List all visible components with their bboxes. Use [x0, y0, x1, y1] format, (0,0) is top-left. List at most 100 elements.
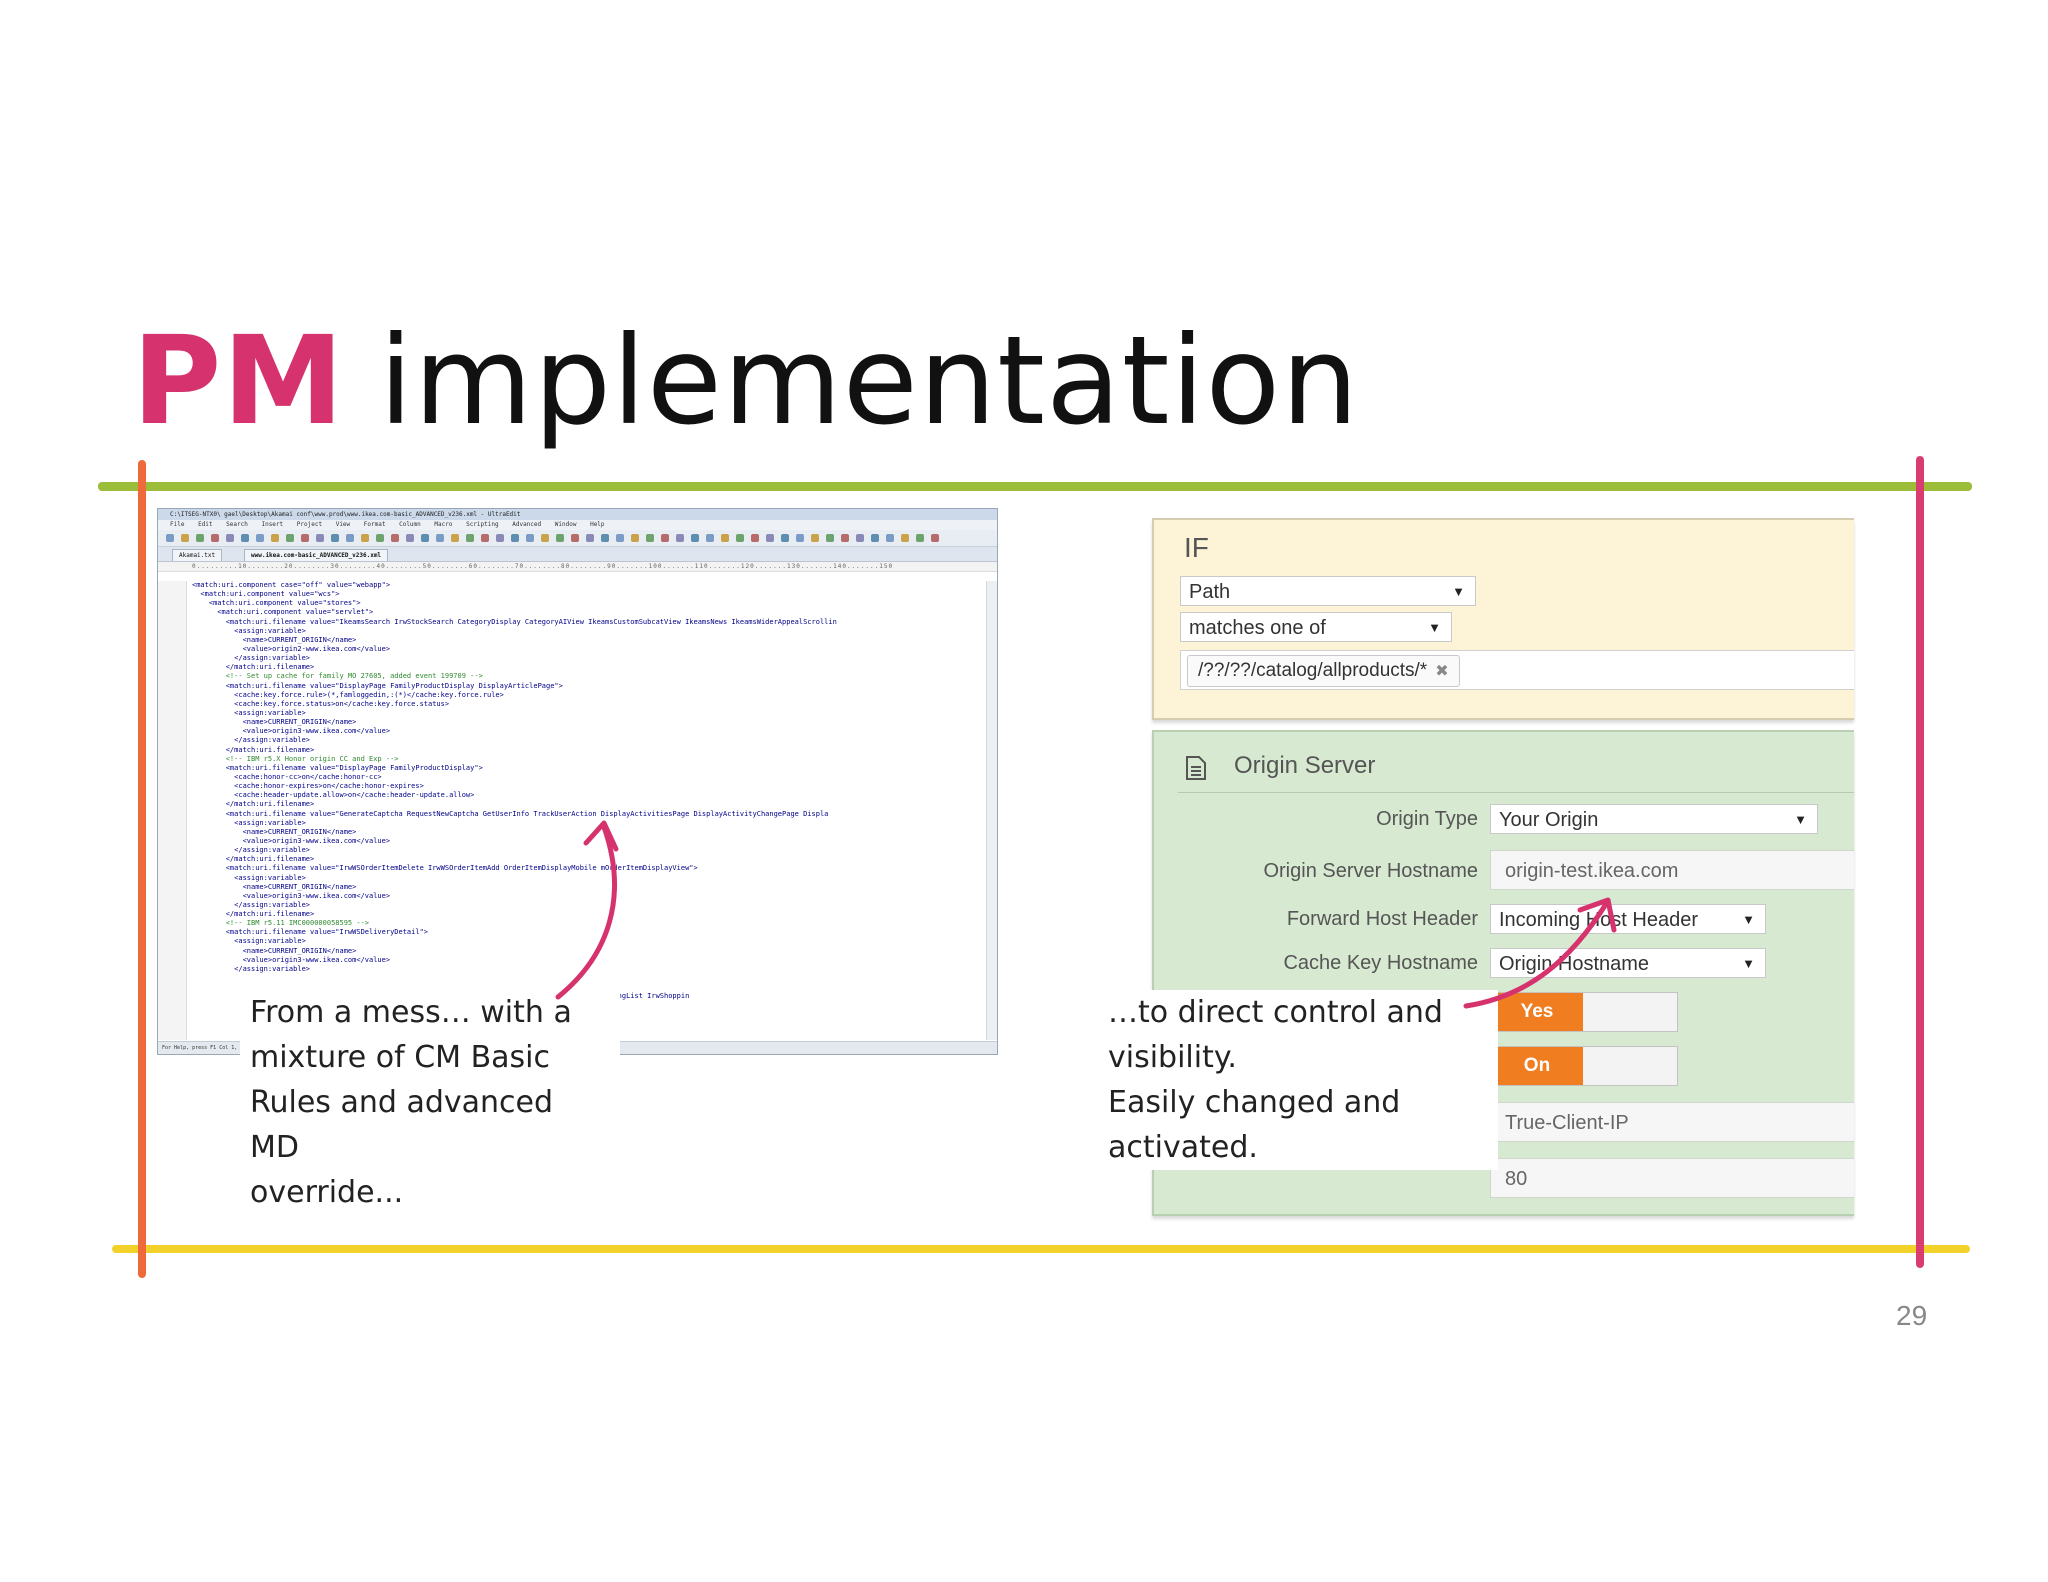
editor-code-area[interactable]: <match:uri.component case="off" value="w…	[192, 581, 985, 1040]
client-ip-header-input[interactable]: True-Client-IP	[1490, 1102, 1854, 1142]
toolbar-button-icon[interactable]	[676, 534, 684, 542]
toolbar-button-icon[interactable]	[286, 534, 294, 542]
toolbar-button-icon[interactable]	[931, 534, 939, 542]
editor-menu-format[interactable]: Format	[363, 521, 386, 528]
toolbar-button-icon[interactable]	[781, 534, 789, 542]
forward-host-header-select[interactable]: Incoming Host Header ▼	[1490, 904, 1766, 934]
toolbar-button-icon[interactable]	[886, 534, 894, 542]
toolbar-button-icon[interactable]	[166, 534, 174, 542]
toolbar-button-icon[interactable]	[601, 534, 609, 542]
toolbar-button-icon[interactable]	[526, 534, 534, 542]
toolbar-button-icon[interactable]	[616, 534, 624, 542]
toolbar-button-icon[interactable]	[391, 534, 399, 542]
code-line: <cache:key.force.rule>(*,famloggedin,:(*…	[192, 690, 504, 699]
rule-if-label: IF	[1184, 532, 1209, 563]
toolbar-button-icon[interactable]	[706, 534, 714, 542]
toolbar-button-icon[interactable]	[226, 534, 234, 542]
toolbar-button-icon[interactable]	[766, 534, 774, 542]
toolbar-button-icon[interactable]	[736, 534, 744, 542]
cache-key-hostname-label: Cache Key Hostname	[1283, 952, 1478, 974]
code-line: <value>origin3-www.ikea.com</value>	[192, 891, 391, 900]
origin-type-select[interactable]: Your Origin ▼	[1490, 804, 1818, 834]
toolbar-button-icon[interactable]	[841, 534, 849, 542]
code-line: <match:uri.component value="wcs">	[192, 590, 340, 599]
gzip-toggle[interactable]: Yes	[1490, 992, 1678, 1032]
code-line: <value>origin3-www.ikea.com</value>	[192, 955, 391, 964]
editor-menu-column[interactable]: Column	[399, 521, 421, 528]
toolbar-button-icon[interactable]	[646, 534, 654, 542]
toolbar-button-icon[interactable]	[211, 534, 219, 542]
origin-type-value: Your Origin	[1499, 809, 1599, 831]
editor-vertical-scrollbar[interactable]	[986, 581, 997, 1040]
toolbar-button-icon[interactable]	[856, 534, 864, 542]
toolbar-button-icon[interactable]	[346, 534, 354, 542]
toolbar-button-icon[interactable]	[181, 534, 189, 542]
toolbar-button-icon[interactable]	[901, 534, 909, 542]
caption-left-line-1: From a mess… with a	[250, 995, 572, 1030]
toolbar-button-icon[interactable]	[481, 534, 489, 542]
toolbar-button-icon[interactable]	[571, 534, 579, 542]
criteria-value-tag: /??/??/catalog/allproducts/*✖	[1187, 655, 1460, 687]
editor-menu-edit[interactable]: Edit	[198, 521, 213, 528]
editor-menu-advanced[interactable]: Advanced	[512, 521, 542, 528]
toolbar-button-icon[interactable]	[721, 534, 729, 542]
toolbar-button-icon[interactable]	[301, 534, 309, 542]
criteria-operator-select[interactable]: matches one of ▼	[1180, 612, 1452, 642]
toolbar-button-icon[interactable]	[811, 534, 819, 542]
code-line: </assign:variable>	[192, 900, 311, 909]
toolbar-button-icon[interactable]	[451, 534, 459, 542]
http-port-input[interactable]: 80	[1490, 1158, 1854, 1198]
toolbar-button-icon[interactable]	[631, 534, 639, 542]
toolbar-button-icon[interactable]	[316, 534, 324, 542]
true-client-ip-toggle[interactable]: On	[1490, 1046, 1678, 1086]
toolbar-button-icon[interactable]	[511, 534, 519, 542]
code-line: <value>origin2-www.ikea.com</value>	[192, 644, 391, 653]
code-line: <cache:honor-expires>on</cache:honor-exp…	[192, 782, 424, 791]
toolbar-button-icon[interactable]	[376, 534, 384, 542]
remove-tag-icon[interactable]: ✖	[1435, 663, 1449, 680]
editor-menu-window[interactable]: Window	[554, 521, 577, 528]
toolbar-button-icon[interactable]	[256, 534, 264, 542]
cache-key-hostname-select[interactable]: Origin Hostname ▼	[1490, 948, 1766, 978]
code-line: <assign:variable>	[192, 708, 306, 717]
toolbar-button-icon[interactable]	[556, 534, 564, 542]
toolbar-button-icon[interactable]	[436, 534, 444, 542]
toolbar-button-icon[interactable]	[241, 534, 249, 542]
criteria-field-select[interactable]: Path ▼	[1180, 576, 1476, 606]
code-line: </match:uri.filename>	[192, 800, 315, 809]
caption-right-line-4: activated.	[1108, 1130, 1258, 1165]
toolbar-button-icon[interactable]	[196, 534, 204, 542]
toolbar-button-icon[interactable]	[421, 534, 429, 542]
toolbar-button-icon[interactable]	[916, 534, 924, 542]
editor-menu-insert[interactable]: Insert	[261, 521, 284, 528]
criteria-value-input[interactable]: /??/??/catalog/allproducts/*✖	[1180, 650, 1854, 690]
toolbar-button-icon[interactable]	[406, 534, 414, 542]
editor-menu-search[interactable]: Search	[226, 521, 248, 528]
chevron-down-icon: ▼	[1794, 812, 1807, 827]
toolbar-button-icon[interactable]	[361, 534, 369, 542]
editor-menu-macro[interactable]: Macro	[434, 521, 453, 528]
criteria-operator-value: matches one of	[1189, 617, 1326, 639]
editor-menu-help[interactable]: Help	[590, 521, 605, 528]
toolbar-button-icon[interactable]	[826, 534, 834, 542]
editor-menu-view[interactable]: View	[335, 521, 351, 528]
editor-menu-scripting[interactable]: Scripting	[466, 521, 499, 528]
code-line: <assign:variable>	[192, 818, 306, 827]
origin-hostname-input[interactable]: origin-test.ikea.com	[1490, 850, 1854, 890]
toolbar-button-icon[interactable]	[466, 534, 474, 542]
editor-tab-xml[interactable]: www.ikea.com-basic_ADVANCED_v236.xml	[244, 549, 389, 561]
editor-tab-akamai[interactable]: Akamai.txt	[172, 549, 223, 561]
toolbar-button-icon[interactable]	[271, 534, 279, 542]
editor-menu-file[interactable]: File	[170, 521, 185, 528]
toolbar-button-icon[interactable]	[871, 534, 879, 542]
toolbar-button-icon[interactable]	[691, 534, 699, 542]
toolbar-button-icon[interactable]	[496, 534, 504, 542]
editor-menu-project[interactable]: Project	[296, 521, 323, 528]
chevron-down-icon: ▼	[1452, 584, 1465, 599]
toolbar-button-icon[interactable]	[541, 534, 549, 542]
toolbar-button-icon[interactable]	[586, 534, 594, 542]
toolbar-button-icon[interactable]	[331, 534, 339, 542]
toolbar-button-icon[interactable]	[796, 534, 804, 542]
toolbar-button-icon[interactable]	[661, 534, 669, 542]
toolbar-button-icon[interactable]	[751, 534, 759, 542]
